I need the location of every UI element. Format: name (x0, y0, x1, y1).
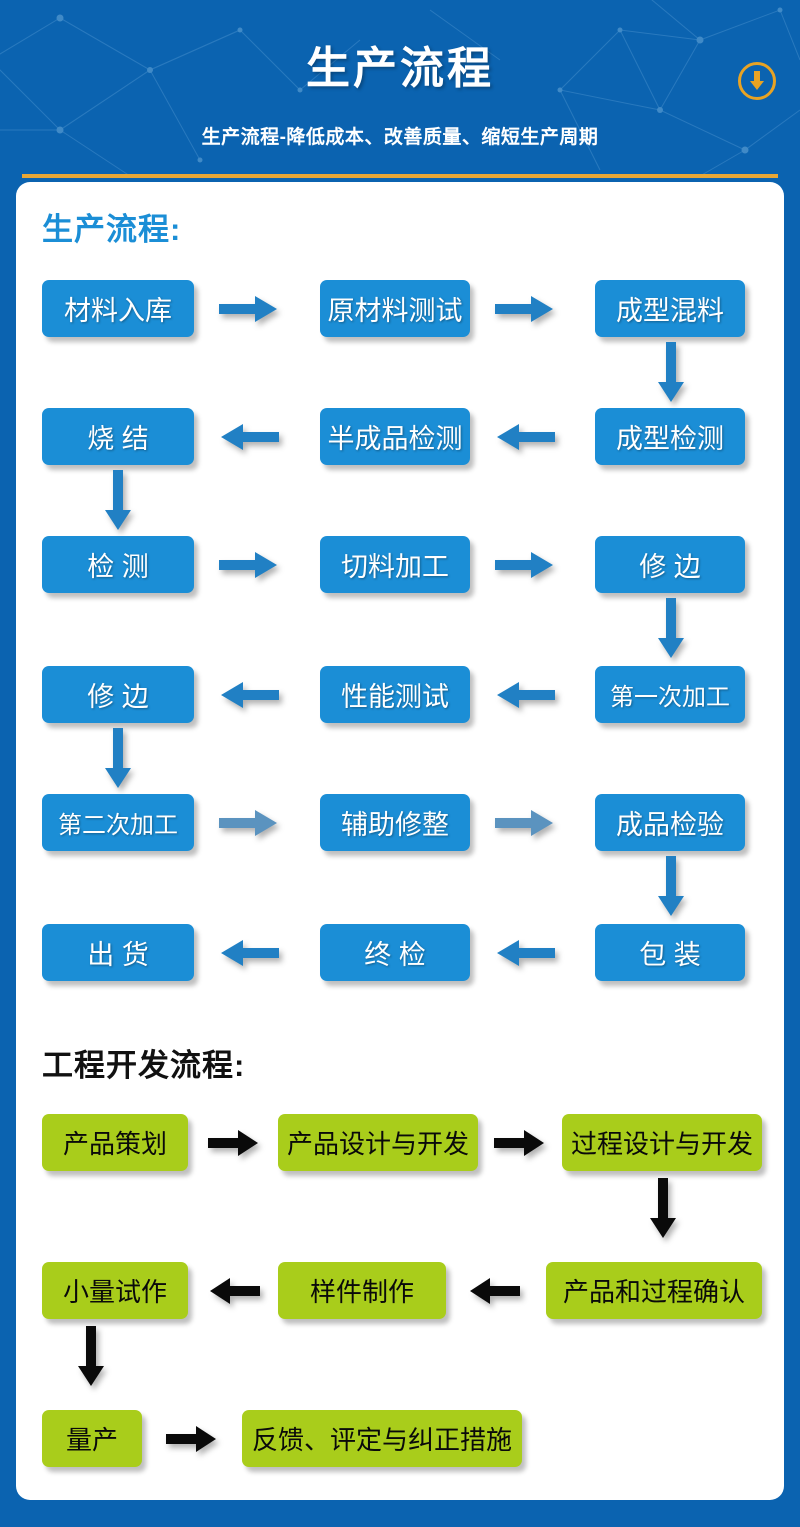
node-semi-finished-inspection[interactable]: 半成品检测 (320, 408, 470, 465)
page-title: 生产流程 (306, 44, 494, 93)
page-subtitle: 生产流程-降低成本、改善质量、缩短生产周期 (201, 127, 599, 148)
node-forming-mix[interactable]: 成型混料 (595, 280, 745, 337)
arrow-down-g-c1 (78, 1326, 104, 1388)
arrow-right-r5a (219, 810, 279, 836)
arrow-down-c1-r4 (105, 728, 131, 790)
download-button[interactable] (738, 62, 776, 100)
network-pattern-decoration (0, 0, 800, 176)
node-inspection[interactable]: 检 测 (42, 536, 194, 593)
node-auxiliary-trim[interactable]: 辅助修整 (320, 794, 470, 851)
node-first-machining[interactable]: 第一次加工 (595, 666, 745, 723)
arrow-down-g-c3 (650, 1178, 676, 1240)
node-small-batch-trial[interactable]: 小量试作 (42, 1262, 188, 1319)
arrow-right-r3b (495, 552, 555, 578)
page-header: 生产流程 生产流程-降低成本、改善质量、缩短生产周期 (0, 0, 800, 176)
node-material-inbound[interactable]: 材料入库 (42, 280, 194, 337)
node-feedback-assessment-corrective[interactable]: 反馈、评定与纠正措施 (242, 1410, 522, 1467)
node-trimming-2[interactable]: 修 边 (42, 666, 194, 723)
arrow-left-r4a (219, 682, 279, 708)
node-raw-material-test[interactable]: 原材料测试 (320, 280, 470, 337)
arrow-left-r6b (495, 940, 555, 966)
node-mass-production[interactable]: 量产 (42, 1410, 142, 1467)
section-heading-production: 生产流程: (42, 212, 182, 247)
arrow-right-r1a (219, 296, 279, 322)
node-forming-inspection[interactable]: 成型检测 (595, 408, 745, 465)
arrow-down-c1-r2 (105, 470, 131, 532)
node-packaging[interactable]: 包 装 (595, 924, 745, 981)
flow-card: 生产流程: 材料入库 原材料测试 成型混料 烧 结 半成品检测 成型检测 检 测… (16, 182, 784, 1500)
arrow-left-r2a (219, 424, 279, 450)
arrow-down-c3-r1 (658, 342, 684, 404)
node-trimming-1[interactable]: 修 边 (595, 536, 745, 593)
arrow-right-g1b (494, 1130, 546, 1156)
node-second-machining[interactable]: 第二次加工 (42, 794, 194, 851)
arrow-right-g1a (208, 1130, 260, 1156)
node-performance-test[interactable]: 性能测试 (320, 666, 470, 723)
node-product-design-dev[interactable]: 产品设计与开发 (278, 1114, 478, 1171)
arrow-right-r1b (495, 296, 555, 322)
arrow-down-c3-r5 (658, 856, 684, 918)
node-cutting-process[interactable]: 切料加工 (320, 536, 470, 593)
arrow-down-c3-r3 (658, 598, 684, 660)
node-final-inspection[interactable]: 终 检 (320, 924, 470, 981)
arrow-left-r6a (219, 940, 279, 966)
node-sintering[interactable]: 烧 结 (42, 408, 194, 465)
arrow-right-r3a (219, 552, 279, 578)
arrow-left-g2a (208, 1278, 260, 1304)
section-heading-engineering: 工程开发流程: (42, 1048, 246, 1083)
arrow-left-g2b (468, 1278, 520, 1304)
header-gold-divider (22, 174, 778, 178)
node-finished-inspection[interactable]: 成品检验 (595, 794, 745, 851)
node-process-design-dev[interactable]: 过程设计与开发 (562, 1114, 762, 1171)
arrow-left-r4b (495, 682, 555, 708)
node-sample-production[interactable]: 样件制作 (278, 1262, 446, 1319)
node-product-planning[interactable]: 产品策划 (42, 1114, 188, 1171)
arrow-right-g3a (166, 1426, 218, 1452)
arrow-right-r5b (495, 810, 555, 836)
node-shipment[interactable]: 出 货 (42, 924, 194, 981)
download-arrow-icon (750, 71, 764, 90)
arrow-left-r2b (495, 424, 555, 450)
node-product-process-validation[interactable]: 产品和过程确认 (546, 1262, 762, 1319)
